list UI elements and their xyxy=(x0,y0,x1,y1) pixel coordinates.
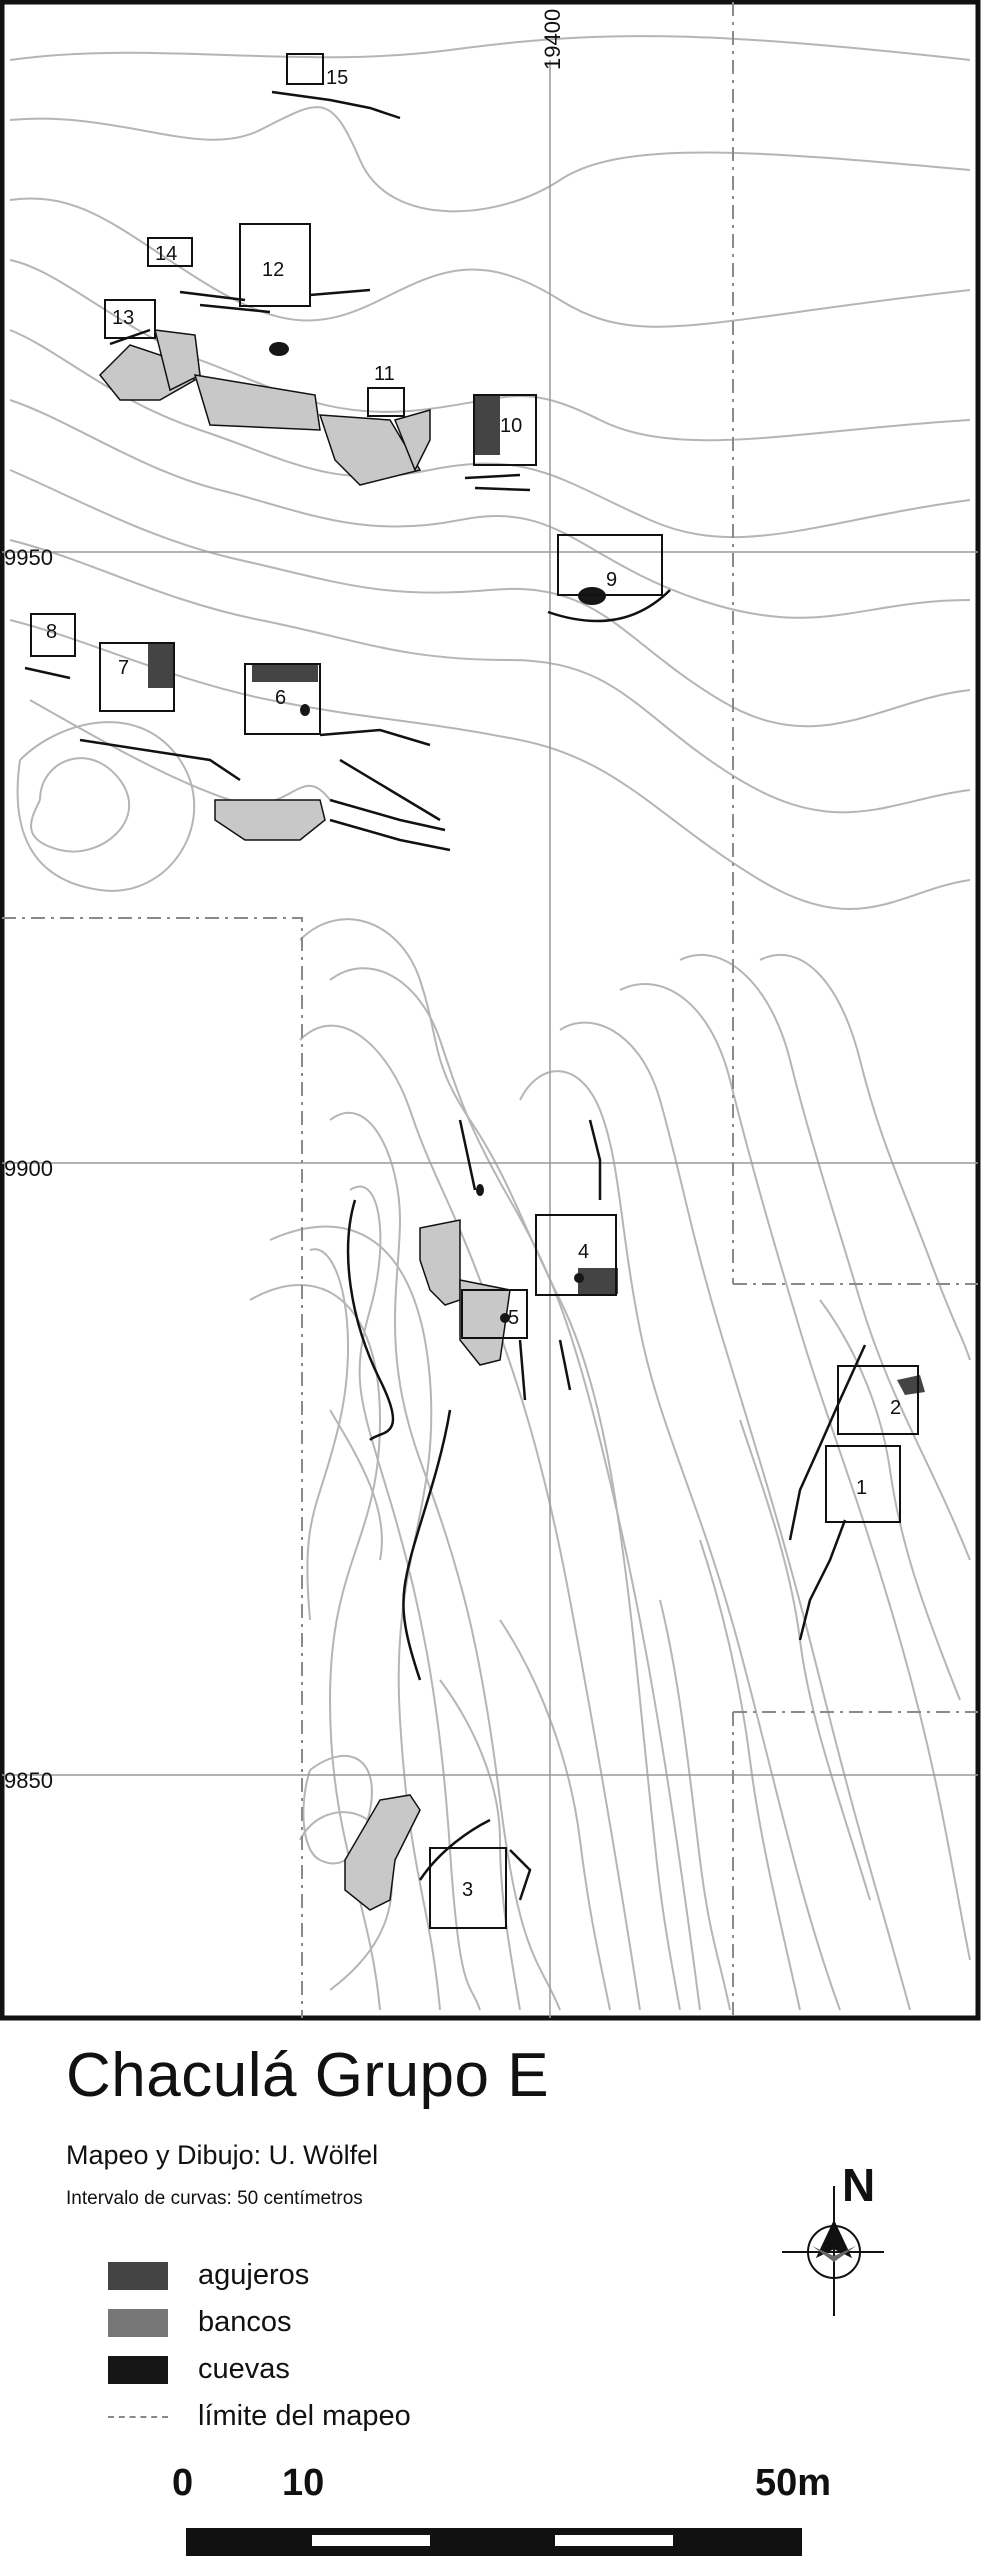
legend-item-bancos: bancos xyxy=(108,2299,411,2346)
structure-label-14: 14 xyxy=(155,243,177,265)
scale-label-50m: 50m xyxy=(755,2462,832,2504)
legend-item-limite: límite del mapeo xyxy=(108,2393,411,2440)
structure-label-9: 9 xyxy=(606,569,617,591)
legend-label: bancos xyxy=(198,2306,292,2338)
northing-label-9950: 9950 xyxy=(4,545,53,570)
northing-label-9850: 9850 xyxy=(4,1768,53,1793)
structures xyxy=(30,53,919,1929)
structure-label-1: 1 xyxy=(856,1477,867,1499)
scale-bar xyxy=(186,2528,802,2556)
structure-label-10: 10 xyxy=(500,415,522,437)
map-frame xyxy=(0,0,981,2021)
structure-label-5: 5 xyxy=(508,1307,519,1329)
structure-label-8: 8 xyxy=(46,621,57,643)
map-title: Chaculá Grupo E xyxy=(66,2041,550,2110)
north-label: N xyxy=(842,2159,876,2211)
grid-lines xyxy=(2,60,978,2018)
structure-label-7: 7 xyxy=(118,657,129,679)
legend-swatch-cuevas xyxy=(108,2355,168,2384)
legend-swatch-bancos xyxy=(108,2308,168,2337)
mapping-boundary xyxy=(2,2,978,2018)
structure-label-2: 2 xyxy=(890,1397,901,1419)
legend-label: límite del mapeo xyxy=(198,2400,411,2432)
legend-swatch-boundary xyxy=(108,2415,168,2418)
scale-label-0: 0 xyxy=(172,2462,194,2504)
grid-labels: 19400 9950 9900 9850 xyxy=(4,9,565,1793)
scale-label-10: 10 xyxy=(282,2462,325,2504)
map-credit: Mapeo y Dibujo: U. Wölfel xyxy=(66,2140,379,2170)
legend-item-agujeros: agujeros xyxy=(108,2252,411,2299)
feature-lines xyxy=(24,90,867,1901)
legend-swatch-agujeros xyxy=(108,2261,168,2290)
easting-label: 19400 xyxy=(540,9,565,70)
northing-label-9900: 9900 xyxy=(4,1156,53,1181)
structure-label-3: 3 xyxy=(462,1879,473,1901)
legend-item-cuevas: cuevas xyxy=(108,2346,411,2393)
structure-label-4: 4 xyxy=(578,1241,589,1263)
structure-label-15: 15 xyxy=(326,67,348,89)
banco-areas xyxy=(98,329,511,1911)
structure-label-6: 6 xyxy=(275,687,286,709)
structure-label-12: 12 xyxy=(262,259,284,281)
contour-interval: Intervalo de curvas: 50 centímetros xyxy=(66,2188,363,2209)
contour-lines xyxy=(9,35,971,2011)
structure-label-13: 13 xyxy=(112,307,134,329)
structure-labels: 15 14 12 13 11 10 9 8 7 6 4 5 2 1 3 xyxy=(46,67,901,1901)
north-arrow-icon xyxy=(782,2186,884,2316)
legend: agujeros bancos cuevas límite del mapeo xyxy=(108,2252,411,2440)
legend-label: agujeros xyxy=(198,2259,310,2291)
structure-label-11: 11 xyxy=(374,363,395,385)
legend-label: cuevas xyxy=(198,2353,290,2385)
